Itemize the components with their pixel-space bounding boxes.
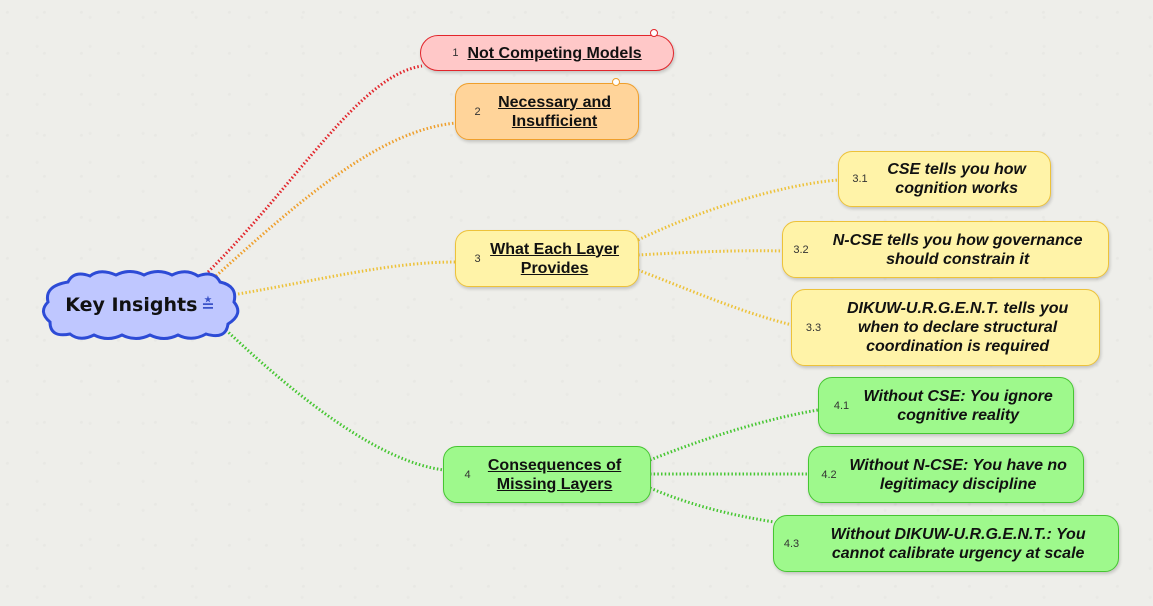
central-topic[interactable]: Key Insights ≛ bbox=[38, 268, 242, 342]
subtopic-number: 3.2 bbox=[793, 243, 809, 256]
link-topic-4-to-4-1 bbox=[649, 408, 819, 462]
subtopic-4-2[interactable]: 4.2 Without N-CSE: You have no legitimac… bbox=[808, 446, 1084, 503]
sub-map-link-icon[interactable]: ≛ bbox=[201, 295, 215, 315]
note-indicator-icon[interactable] bbox=[612, 78, 620, 86]
topic-label: Not Competing Models bbox=[467, 44, 642, 62]
subtopic-label: CSE tells you how cognition works bbox=[887, 161, 1026, 197]
subtopic-number: 3.1 bbox=[852, 173, 868, 185]
subtopic-3-3[interactable]: 3.3 DIKUW-U.R.G.E.N.T. tells you when to… bbox=[791, 289, 1100, 366]
link-topic-3-to-3-2 bbox=[637, 249, 783, 257]
subtopic-3-2[interactable]: 3.2 N-CSE tells you how governance shoul… bbox=[782, 221, 1109, 278]
subtopic-number: 4.2 bbox=[821, 468, 837, 481]
central-topic-label: Key Insights bbox=[65, 294, 198, 316]
topic-label: Necessary and Insufficient bbox=[498, 93, 612, 130]
subtopic-label: N-CSE tells you how governance should co… bbox=[832, 231, 1083, 268]
subtopic-label: Without CSE: You ignore cognitive realit… bbox=[863, 387, 1053, 424]
subtopic-4-3[interactable]: 4.3 Without DIKUW-U.R.G.E.N.T.: You cann… bbox=[773, 515, 1119, 572]
topic-number: 2 bbox=[474, 105, 481, 118]
topic-3[interactable]: 3 What Each Layer Provides bbox=[455, 230, 639, 287]
link-central-to-topic-3 bbox=[237, 260, 456, 296]
note-indicator-icon[interactable] bbox=[650, 29, 658, 37]
subtopic-label: Without N-CSE: You have no legitimacy di… bbox=[849, 456, 1067, 493]
subtopic-number: 3.3 bbox=[805, 321, 822, 334]
link-central-to-topic-4 bbox=[224, 328, 445, 472]
cloud-shape bbox=[42, 270, 240, 340]
link-topic-4-to-4-3 bbox=[649, 486, 775, 524]
subtopic-4-1[interactable]: 4.1 Without CSE: You ignore cognitive re… bbox=[818, 377, 1074, 434]
topic-label: Consequences of Missing Layers bbox=[487, 456, 622, 493]
subtopic-number: 4.3 bbox=[783, 537, 800, 550]
topic-4[interactable]: 4 Consequences of Missing Layers bbox=[443, 446, 651, 503]
topic-number: 3 bbox=[474, 252, 481, 265]
topic-number: 4 bbox=[464, 468, 471, 481]
subtopic-3-1[interactable]: 3.1 CSE tells you how cognition works bbox=[838, 151, 1051, 207]
link-central-to-topic-1 bbox=[206, 64, 423, 274]
link-central-to-topic-2 bbox=[214, 121, 457, 278]
subtopic-label: DIKUW-U.R.G.E.N.T. tells you when to dec… bbox=[846, 300, 1069, 355]
link-topic-3-to-3-3 bbox=[637, 268, 793, 327]
topic-2[interactable]: 2 Necessary and Insufficient bbox=[455, 83, 639, 140]
topic-label: What Each Layer Provides bbox=[490, 240, 620, 277]
subtopic-number: 4.1 bbox=[833, 399, 850, 412]
topic-number: 1 bbox=[452, 47, 459, 59]
subtopic-label: Without DIKUW-U.R.G.E.N.T.: You cannot c… bbox=[830, 525, 1086, 562]
topic-1[interactable]: 1 Not Competing Models bbox=[420, 35, 674, 71]
